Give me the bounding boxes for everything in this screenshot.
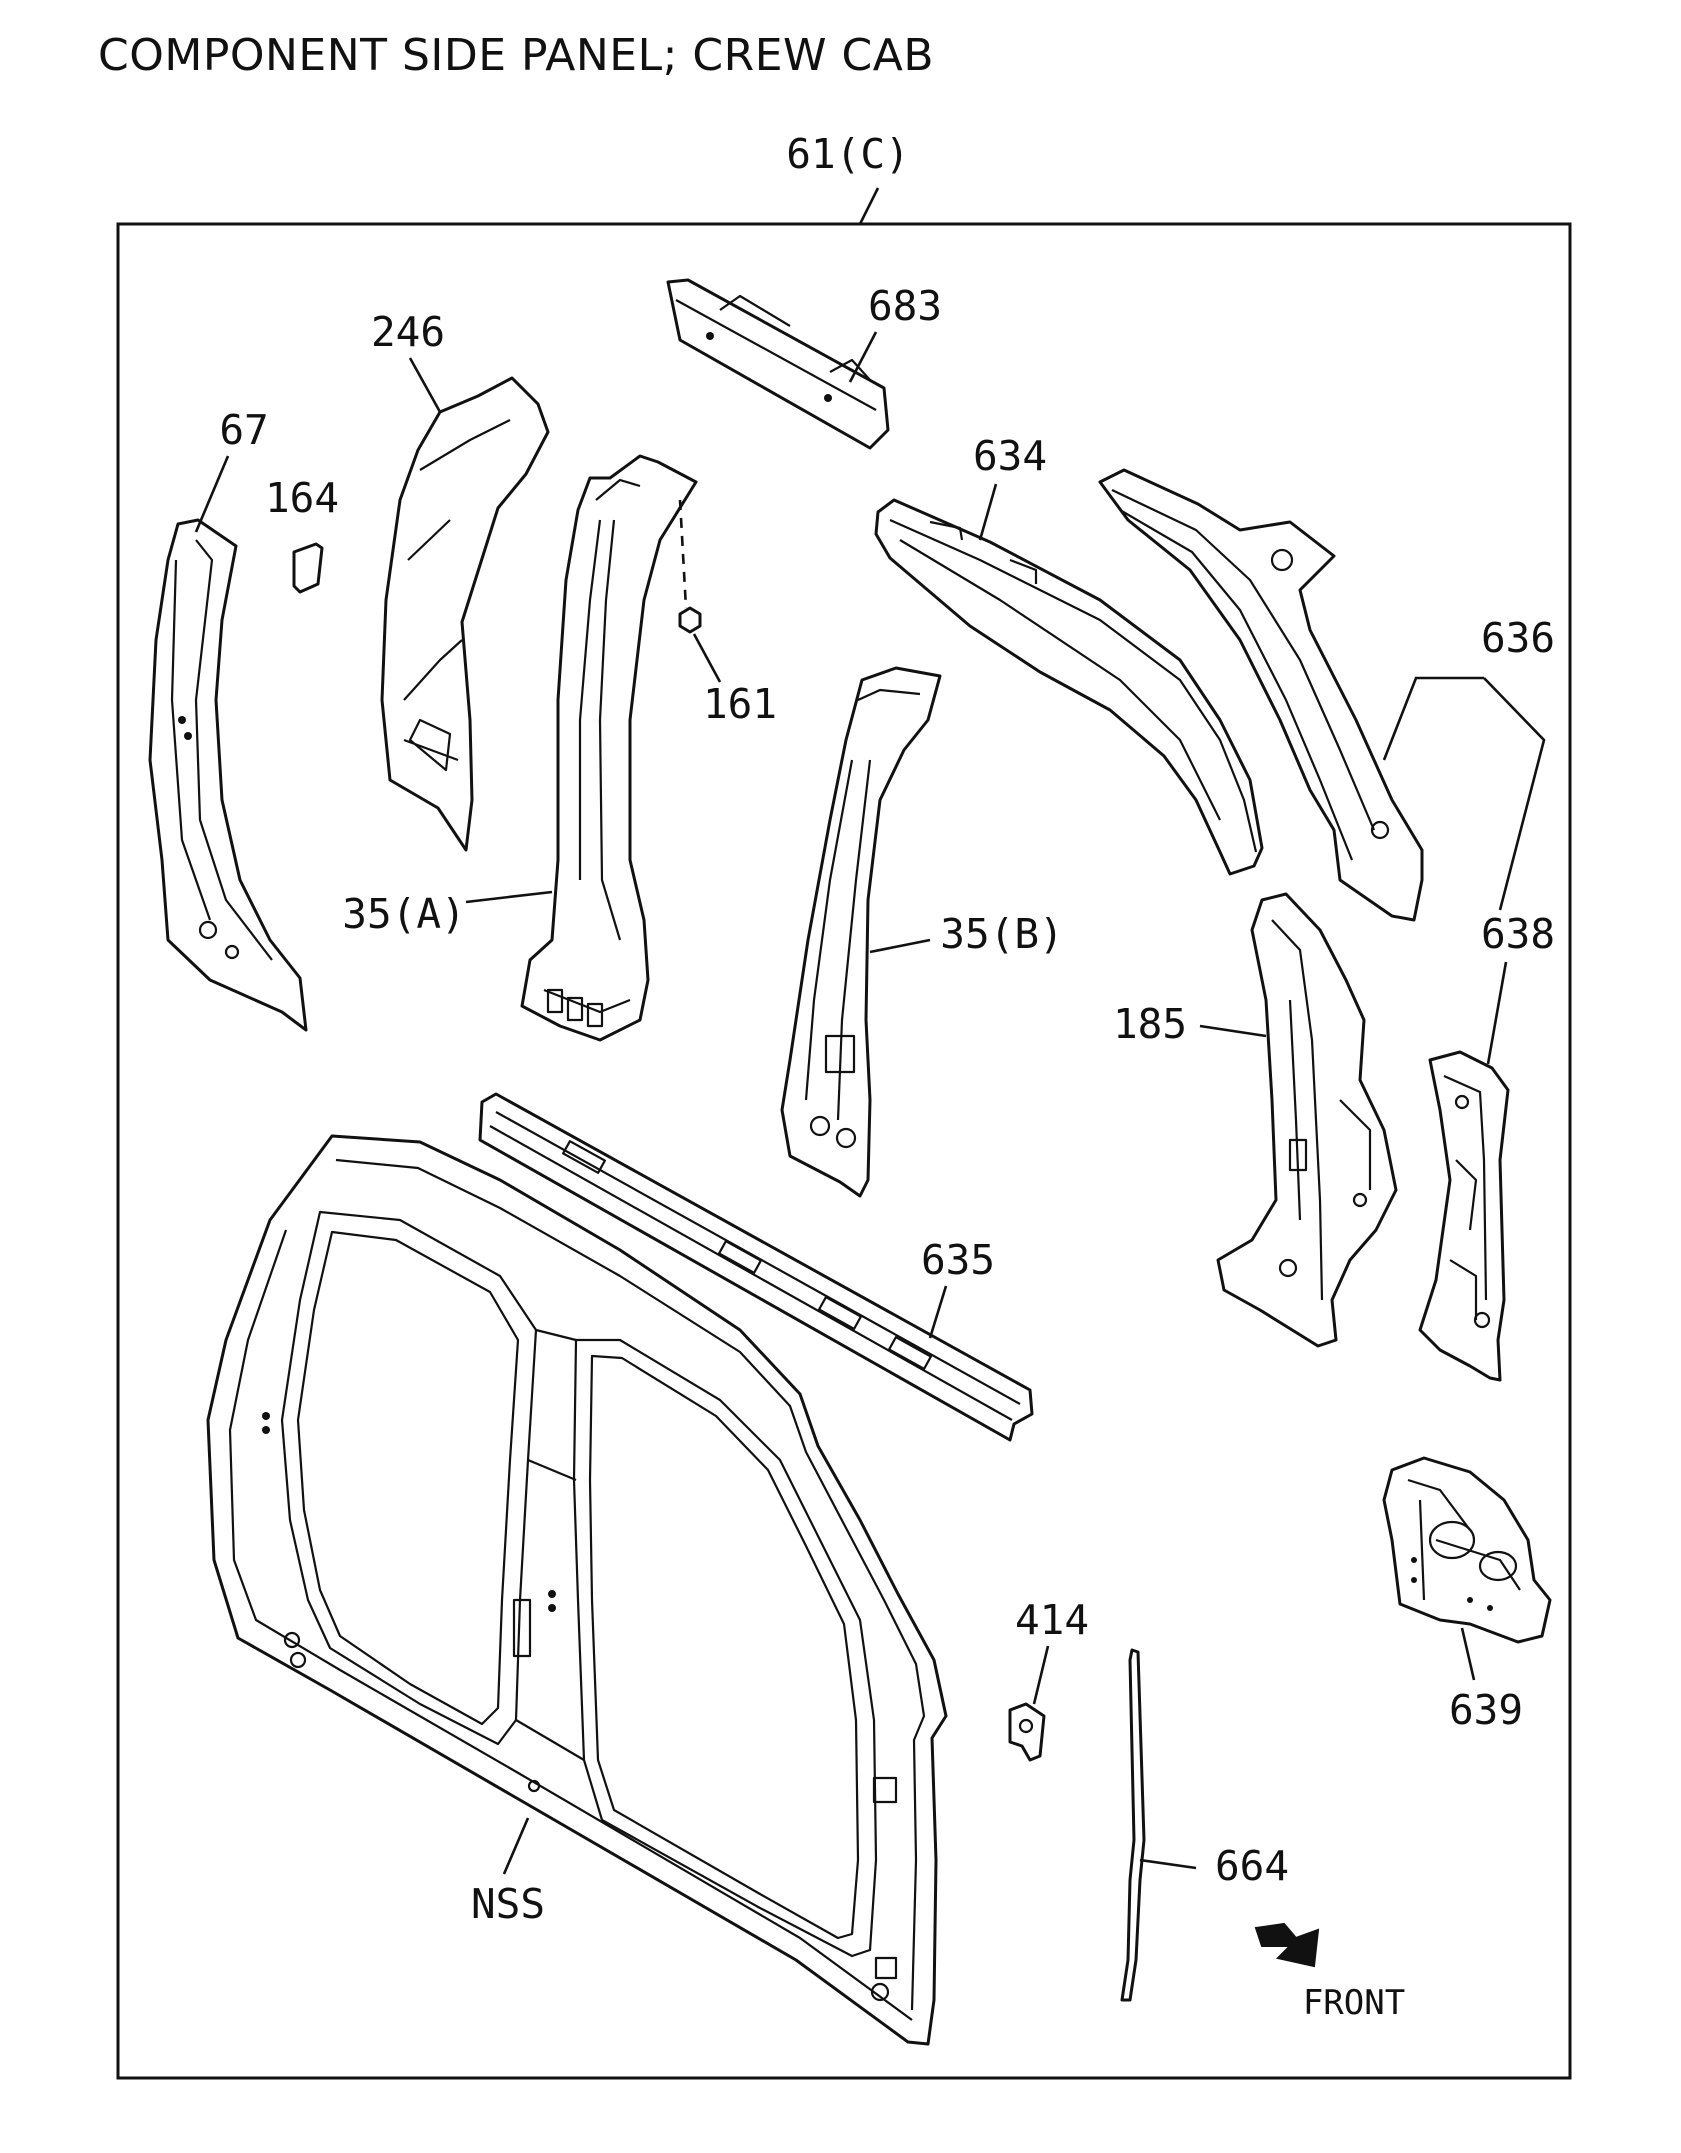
part-nss-side-panel bbox=[206, 1134, 948, 2046]
part-246 bbox=[380, 376, 550, 852]
leader-67 bbox=[194, 455, 230, 533]
label-185: 185 bbox=[1113, 1000, 1187, 1048]
diagram-title: COMPONENT SIDE PANEL; CREW CAB bbox=[98, 30, 935, 81]
front-arrow-icon bbox=[1254, 1922, 1320, 1968]
leader-636 bbox=[1382, 676, 1546, 911]
part-664 bbox=[1120, 1648, 1146, 2002]
leader-161 bbox=[692, 633, 722, 683]
leader-414 bbox=[1032, 1645, 1050, 1705]
part-35a bbox=[520, 454, 698, 1042]
part-638 bbox=[1418, 1050, 1510, 1382]
label-nss: NSS bbox=[471, 1880, 545, 1928]
part-67 bbox=[148, 518, 308, 1032]
assembly-leader bbox=[858, 187, 880, 225]
part-634 bbox=[874, 498, 1264, 876]
diagram-frame bbox=[116, 222, 1572, 2080]
part-683 bbox=[666, 278, 890, 450]
label-35a: 35(A) bbox=[342, 890, 465, 938]
part-636 bbox=[1098, 468, 1424, 922]
part-164 bbox=[292, 542, 324, 594]
leader-638 bbox=[1486, 961, 1508, 1065]
label-414: 414 bbox=[1015, 1596, 1089, 1644]
label-638: 638 bbox=[1481, 910, 1555, 958]
label-35b: 35(B) bbox=[940, 910, 1063, 958]
label-front: FRONT bbox=[1303, 1983, 1405, 2023]
part-185 bbox=[1216, 892, 1398, 1348]
dashed-leader-161 bbox=[678, 499, 688, 609]
label-assembly-61c: 61(C) bbox=[786, 130, 909, 178]
leader-634 bbox=[978, 483, 998, 541]
leader-nss bbox=[502, 1817, 530, 1875]
leader-35b bbox=[869, 938, 931, 954]
part-35b bbox=[780, 666, 942, 1198]
part-161 bbox=[678, 606, 702, 634]
label-664: 664 bbox=[1215, 1842, 1289, 1890]
label-634: 634 bbox=[973, 432, 1047, 480]
label-161: 161 bbox=[703, 680, 777, 728]
label-683: 683 bbox=[868, 282, 942, 330]
leader-185 bbox=[1199, 1024, 1267, 1038]
leader-639 bbox=[1460, 1627, 1476, 1681]
leader-664 bbox=[1139, 1858, 1197, 1870]
part-414 bbox=[1008, 1702, 1046, 1762]
part-639 bbox=[1382, 1456, 1552, 1644]
leader-246 bbox=[408, 357, 442, 413]
leader-635 bbox=[928, 1285, 948, 1339]
label-246: 246 bbox=[371, 308, 445, 356]
label-639: 639 bbox=[1449, 1686, 1523, 1734]
label-67: 67 bbox=[219, 406, 268, 454]
label-635: 635 bbox=[921, 1236, 995, 1284]
label-636: 636 bbox=[1481, 614, 1555, 662]
leader-683 bbox=[848, 331, 878, 383]
part-635 bbox=[478, 1092, 1034, 1442]
label-164: 164 bbox=[265, 474, 339, 522]
leader-35a bbox=[465, 890, 553, 904]
